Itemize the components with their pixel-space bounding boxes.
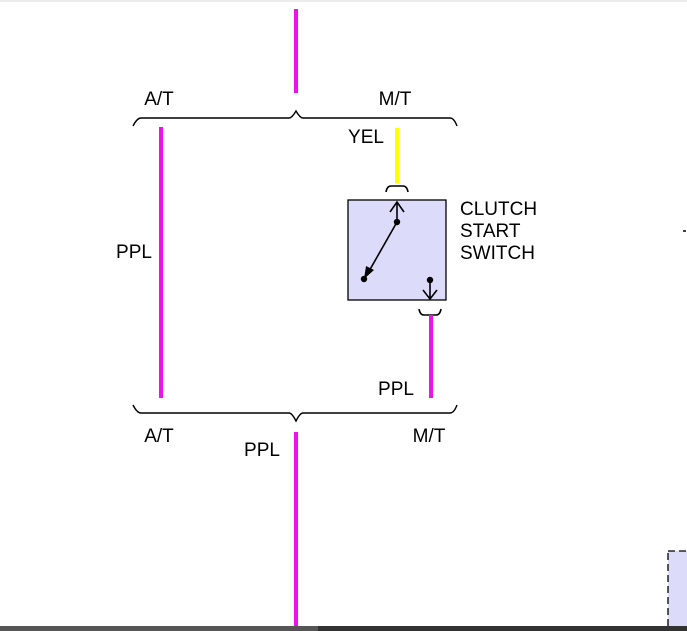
mt-input-wire-label: YEL xyxy=(348,127,384,148)
switch-contact-arm xyxy=(367,221,398,274)
component-name-line-1: CLUTCH xyxy=(460,199,537,220)
bottom-bracket-at-label: A/T xyxy=(144,426,174,447)
switch-input-arrow-icon xyxy=(389,200,405,213)
component-name-line-2: START xyxy=(460,221,521,242)
top-bracket-mt-label: M/T xyxy=(379,89,412,110)
switch-input-connector xyxy=(385,185,409,193)
switch-output-connector xyxy=(418,308,442,316)
at-wire-color-label: PPL xyxy=(116,242,152,263)
top-bracket-at-label: A/T xyxy=(144,89,174,110)
bottom-bracket xyxy=(132,404,458,423)
switch-output-arrow-icon xyxy=(422,289,438,301)
bottom-scroll-bar xyxy=(0,626,687,631)
bottom-scroll-bar-thumb[interactable] xyxy=(0,626,318,631)
bottom-bracket-mt-label: M/T xyxy=(413,426,446,447)
mt-output-wire-label: PPL xyxy=(378,379,414,400)
component-name-line-3: SWITCH xyxy=(460,243,535,264)
component-name: CLUTCH START SWITCH xyxy=(460,199,542,264)
switch-arm-arrowhead-icon xyxy=(364,266,374,279)
switch-open-contact-dot xyxy=(360,275,368,283)
bottom-output-wire-label: PPL xyxy=(244,440,280,461)
top-bracket xyxy=(132,109,458,127)
partial-component-box[interactable] xyxy=(667,550,687,631)
